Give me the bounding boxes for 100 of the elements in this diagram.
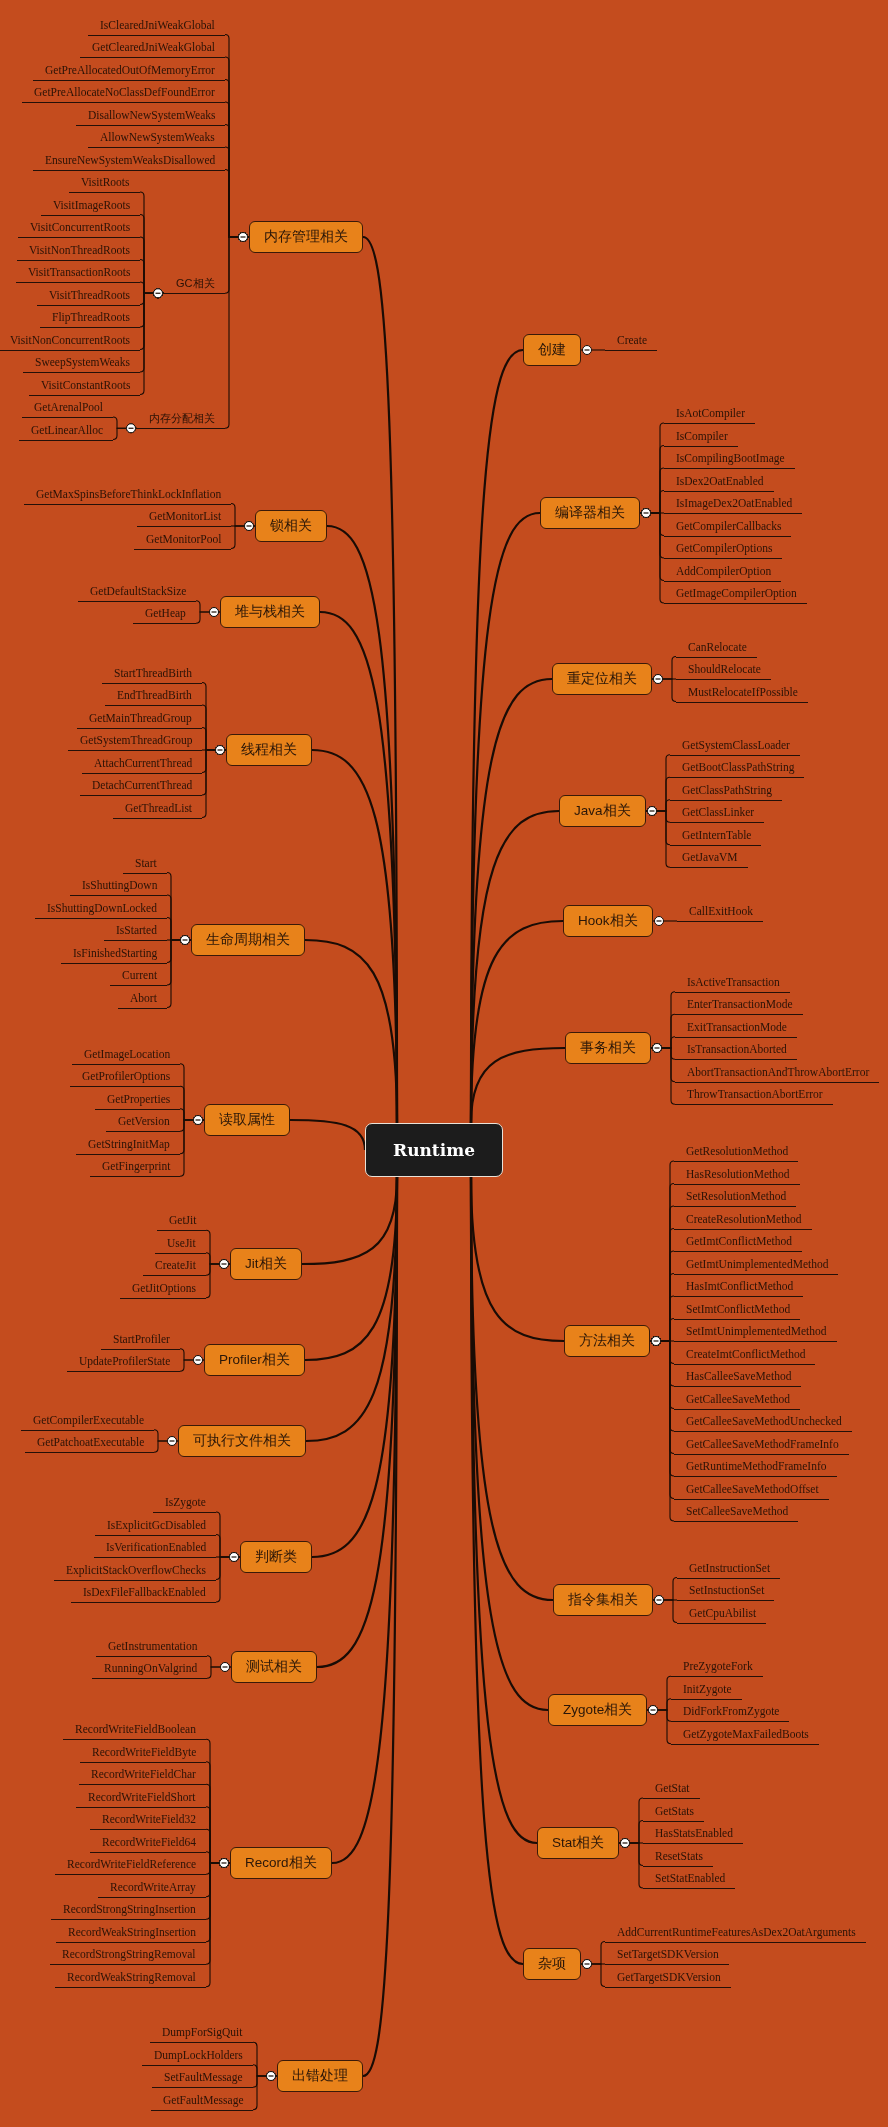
topic-box: 内存管理相关	[249, 221, 363, 253]
topic-label: GetSystemClassLoader	[670, 737, 800, 756]
topic-label: InitZygote	[671, 1681, 742, 1700]
topic-label: IsShuttingDownLocked	[35, 900, 167, 919]
topic-label: AllowNewSystemWeaks	[88, 130, 225, 148]
topic-label: GetCompilerCallbacks	[664, 518, 792, 537]
connector-line	[215, 1551, 241, 1603]
topic-label: EnsureNewSystemWeaksDisallowed	[33, 152, 226, 171]
topic-label: CanRelocate	[676, 639, 757, 658]
topic-label: GetMainThreadGroup	[77, 710, 202, 729]
topic-box: 读取属性	[204, 1104, 290, 1136]
topic-box: 线程相关	[226, 734, 312, 766]
topic-label: GetVersion	[106, 1114, 180, 1133]
topic-label: RecordStrongStringRemoval	[50, 1947, 206, 1966]
connector-line	[224, 231, 250, 429]
topic-label: IsClearedJniWeakGlobal	[88, 17, 225, 36]
topic-label: ResetStats	[643, 1848, 713, 1867]
topic-label: GetZygoteMaxFailedBoots	[671, 1726, 819, 1745]
topic-label: MustRelocateIfPossible	[676, 684, 808, 703]
topic-label: GetJit	[157, 1213, 207, 1232]
topic-label: PreZygoteFork	[671, 1659, 763, 1678]
topic-label: SetImtUnimplementedMethod	[674, 1324, 837, 1342]
topic-label: IsZygote	[153, 1495, 216, 1513]
topic-box: 事务相关	[565, 1032, 651, 1064]
topic-label: RunningOnValgrind	[92, 1661, 208, 1680]
topic-box: Profiler相关	[204, 1344, 305, 1376]
topic-label: EndThreadBirth	[105, 688, 202, 706]
topic-box: 可执行文件相关	[178, 1425, 306, 1457]
topic-box: Hook相关	[563, 905, 653, 937]
topic-label: GetClassLinker	[670, 805, 765, 824]
topic-label: HasCalleeSaveMethod	[674, 1369, 802, 1387]
topic-label: GetFaultMessage	[151, 2092, 254, 2111]
connector-line	[646, 1704, 672, 1745]
topic-label: AttachCurrentThread	[82, 755, 203, 774]
topic-box: Record相关	[230, 1847, 332, 1879]
branch-curve	[362, 1177, 399, 2077]
topic-label: SetCalleeSaveMethod	[674, 1504, 799, 1522]
topic-label: ExplicitStackOverflowChecks	[54, 1562, 216, 1581]
topic-label: IsCompilingBootImage	[664, 451, 795, 469]
topic-label: IsCompiler	[664, 428, 738, 447]
topic-label: CreateImtConflictMethod	[674, 1346, 816, 1365]
topic-label: IsTransactionAborted	[675, 1042, 797, 1061]
topic-label: GetImtConflictMethod	[674, 1234, 803, 1252]
topic-label: GetPreAllocatedOutOfMemoryError	[33, 62, 225, 81]
topic-label: VisitNonConcurrentRoots	[0, 332, 141, 351]
topic-label: Abort	[118, 990, 167, 1009]
topic-label: DumpLockHolders	[142, 2047, 253, 2066]
topic-label: RecordWriteField32	[90, 1812, 207, 1831]
connector-line	[639, 507, 665, 604]
connector-line	[230, 520, 256, 550]
branch-curve	[469, 1177, 524, 1966]
connector-line	[205, 1258, 231, 1299]
topic-label: VisitConstantRoots	[29, 377, 141, 396]
topic-label: DisallowNewSystemWeaks	[76, 107, 226, 126]
topic-label: GetSystemThreadGroup	[68, 733, 203, 751]
topic-label: GetThreadList	[113, 800, 203, 819]
topic-box: 判断类	[240, 1541, 312, 1573]
topic-label: GetLinearAlloc	[19, 422, 114, 441]
topic-label: RecordStrongStringInsertion	[51, 1902, 206, 1921]
topic-box: Jit相关	[230, 1248, 302, 1280]
topic-label: IsDexFileFallbackEnabled	[71, 1585, 216, 1603]
connector-line	[206, 1661, 232, 1679]
topic-label: Current	[110, 968, 168, 986]
topic-box: 编译器相关	[540, 497, 640, 529]
topic-label: GetCalleeSaveMethodUnchecked	[674, 1414, 852, 1432]
topic-label: GetMonitorPool	[134, 531, 232, 550]
connector-line	[153, 1435, 179, 1453]
topic-label: RecordWriteFieldByte	[80, 1744, 207, 1763]
topic-label: ThrowTransactionAbortError	[675, 1087, 833, 1106]
root-box: Runtime	[365, 1123, 503, 1177]
topic-label: IsStarted	[104, 923, 167, 941]
topic-box: 锁相关	[255, 510, 327, 542]
topic-label: RecordWriteArray	[98, 1879, 206, 1898]
branch-curve	[304, 938, 399, 1124]
topic-label: GetArenalPool	[22, 400, 113, 418]
topic-label: EnterTransactionMode	[675, 997, 803, 1016]
connector-line	[179, 1354, 205, 1372]
topic-label: GetStats	[643, 1803, 704, 1822]
topic-label: HasImtConflictMethod	[674, 1279, 804, 1297]
topic-label: GetClearedJniWeakGlobal	[80, 40, 225, 58]
subtopic-label: 内存分配相关	[137, 411, 225, 430]
topic-label: GetMonitorList	[137, 509, 232, 527]
topic-label: GetTargetSDKVersion	[605, 1969, 731, 1988]
branch-curve	[469, 1046, 565, 1124]
topic-box: 生命周期相关	[191, 924, 305, 956]
connector-line	[580, 344, 606, 356]
topic-label: IsFinishedStarting	[61, 945, 168, 964]
topic-box: 测试相关	[231, 1651, 317, 1683]
topic-label: DetachCurrentThread	[80, 778, 203, 796]
topic-label: SetInstuctionSet	[677, 1583, 775, 1601]
topic-label: IsExplicitGcDisabled	[95, 1517, 216, 1536]
topic-label: GetImageCompilerOption	[664, 586, 807, 604]
connector-line	[179, 1114, 205, 1177]
topic-label: GetImageLocation	[72, 1046, 181, 1065]
topic-label: GetMaxSpinsBeforeThinkLockInflation	[24, 486, 232, 505]
topic-box: Java相关	[559, 795, 646, 827]
topic-label: RecordWriteFieldShort	[76, 1789, 206, 1808]
topic-label: IsVerificationEnabled	[94, 1540, 217, 1558]
topic-label: SweepSystemWeaks	[23, 355, 140, 373]
topic-label: GetCalleeSaveMethod	[674, 1391, 801, 1410]
